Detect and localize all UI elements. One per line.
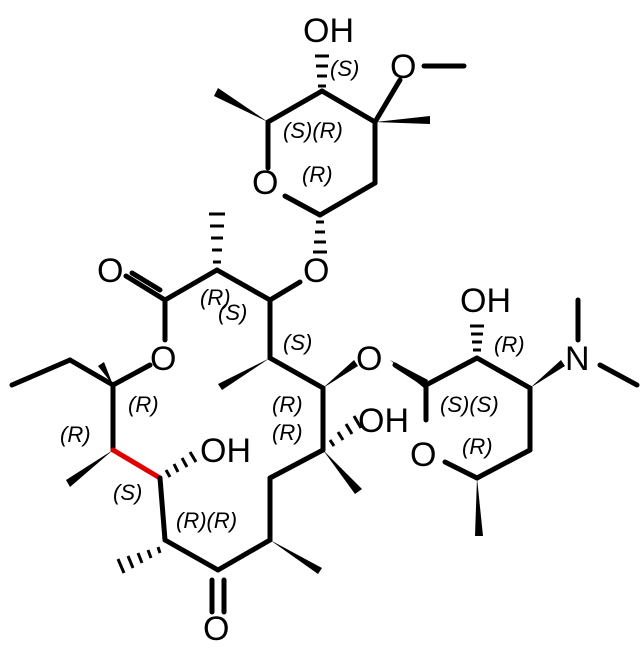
stereo-s-c3: (S) [283, 330, 312, 355]
stereo-rr-c8: (R)(R) [176, 508, 237, 533]
atom-o-glyco2: O [356, 340, 382, 378]
atom-oh-top: OH [303, 12, 354, 50]
atom-oh-c6: OH [200, 432, 251, 470]
hash-bond-oh-c6 [164, 451, 198, 478]
stereo-r-sugar2-c5: (R) [462, 434, 493, 459]
atom-o-methoxy: O [390, 48, 416, 86]
stereo-label-layer: (S) (S)(R) (R) (R) (S) (S) (R) (R) (S) (… [60, 56, 525, 533]
stereo-r-c13: (R) [128, 392, 159, 417]
hash-bond-oh-c11 [328, 415, 363, 447]
atom-oh-sugar2: OH [460, 282, 511, 320]
stereo-sr-sugar1: (S)(R) [283, 118, 343, 143]
stereo-s-top: (S) [330, 56, 359, 81]
bond-layer [9, 54, 640, 615]
atom-o-lactone: O [150, 340, 176, 378]
atom-label-layer: OH O O O O O O OH N OH OH O O [97, 12, 590, 648]
stereo-r-c6: (R) [272, 420, 303, 445]
stereo-r-c12: (R) [60, 422, 91, 447]
atom-o-carbonyl-lactone: O [97, 252, 123, 290]
stereo-ss-sugar2: (S)(S) [440, 392, 499, 417]
atom-o-glyco1: O [303, 252, 329, 290]
atom-oh-c11: OH [358, 402, 409, 440]
atom-o-ketone: O [203, 610, 229, 648]
hash-bond-oh-top [315, 54, 329, 88]
hash-bond-methyl-c8 [116, 546, 162, 574]
hash-bond-anomeric1 [313, 220, 327, 254]
stereo-r-sugar2-c2: (R) [494, 332, 525, 357]
hash-bond-oh-sugar2 [470, 324, 484, 352]
stereo-s-c2: (S) [218, 300, 247, 325]
stereo-r-c5: (R) [272, 392, 303, 417]
stereo-r-c2: (R) [200, 285, 231, 310]
atom-o-ring-sugar1: O [252, 164, 278, 202]
atom-o-ring-sugar2: O [410, 436, 436, 474]
atom-n-dimethyl: N [565, 340, 590, 378]
hash-bond-methyl-c2 [209, 212, 225, 264]
stereo-s-c11: (S) [113, 480, 142, 505]
stereo-r-anomeric1: (R) [302, 162, 333, 187]
